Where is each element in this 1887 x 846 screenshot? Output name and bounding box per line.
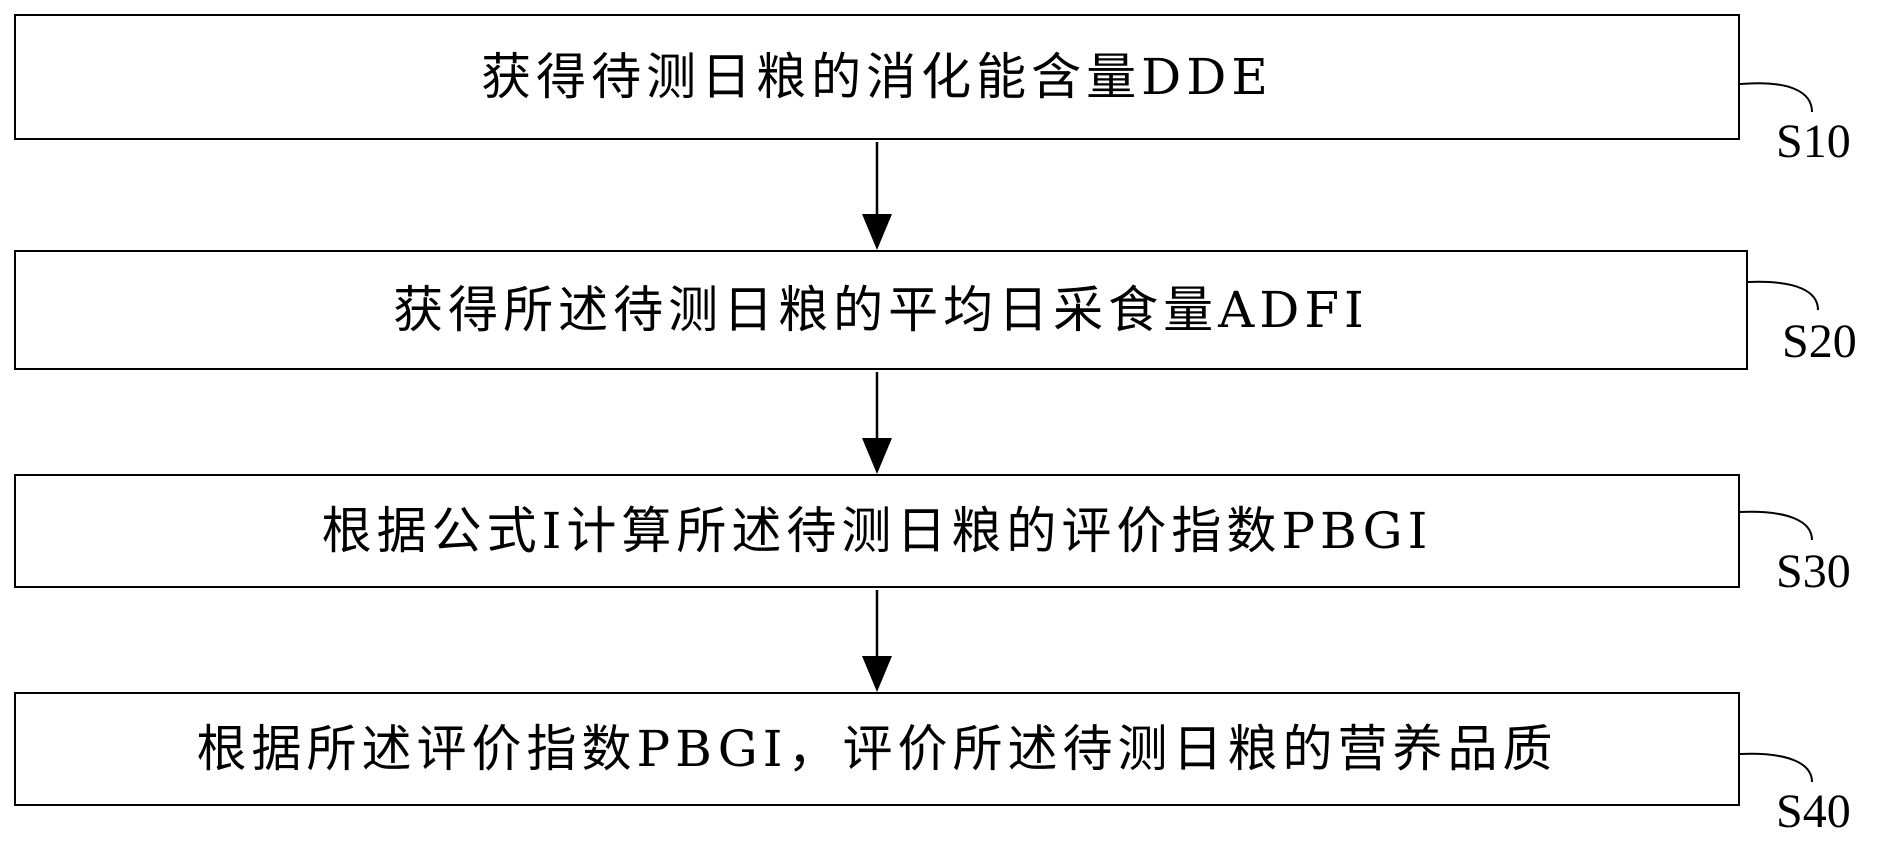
step-text-s10: 获得待测日粮的消化能含量DDE xyxy=(481,48,1273,106)
step-label-s10: S10 xyxy=(1776,115,1851,168)
step-box-s10: 获得待测日粮的消化能含量DDE xyxy=(14,14,1740,140)
leader-s10 xyxy=(1739,82,1813,113)
arrow-s20-to-s30 xyxy=(862,372,892,474)
step-box-s40: 根据所述评价指数PBGI，评价所述待测日粮的营养品质 xyxy=(14,692,1740,806)
leader-s20 xyxy=(1747,280,1819,311)
step-label-s20: S20 xyxy=(1782,315,1857,368)
step-text-s30: 根据公式I计算所述待测日粮的评价指数PBGI xyxy=(321,502,1433,560)
arrow-s30-to-s40 xyxy=(862,590,892,692)
leader-s40 xyxy=(1739,752,1813,783)
step-label-s30: S30 xyxy=(1776,545,1851,598)
leader-s30 xyxy=(1739,510,1813,541)
step-box-s20: 获得所述待测日粮的平均日采食量ADFI xyxy=(14,250,1748,370)
arrow-s10-to-s20 xyxy=(862,142,892,250)
step-text-s20: 获得所述待测日粮的平均日采食量ADFI xyxy=(393,281,1369,339)
step-text-s40: 根据所述评价指数PBGI，评价所述待测日粮的营养品质 xyxy=(196,720,1558,778)
step-label-s40: S40 xyxy=(1776,785,1851,838)
step-box-s30: 根据公式I计算所述待测日粮的评价指数PBGI xyxy=(14,474,1740,588)
